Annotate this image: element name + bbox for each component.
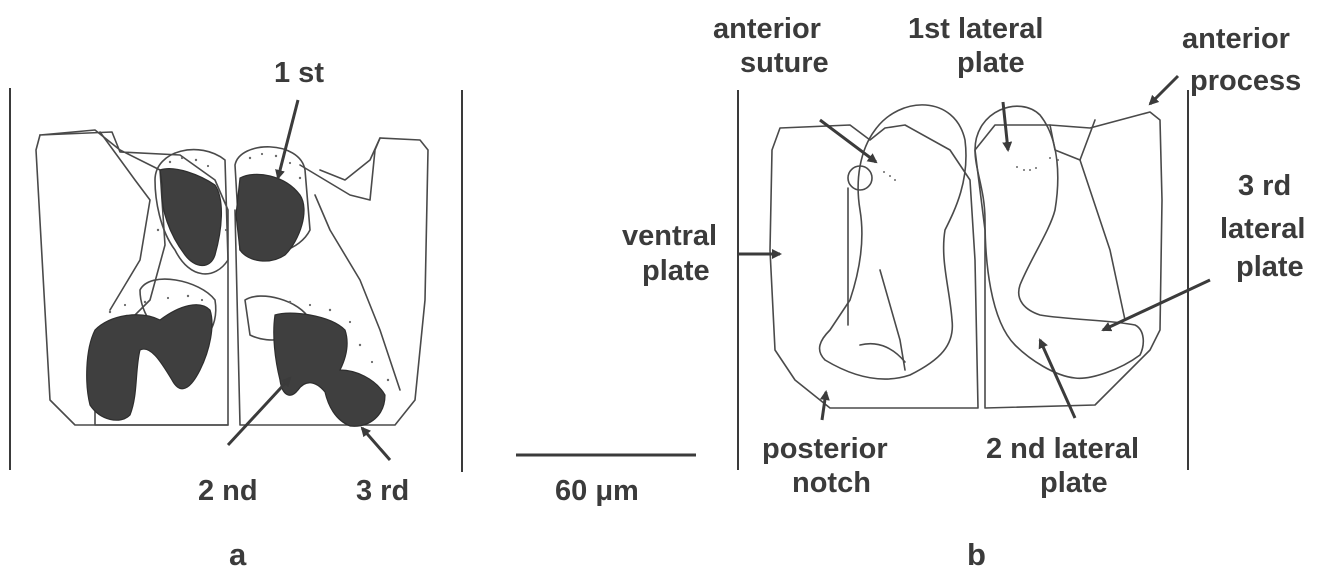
- panel-a-pigment-left-upper: [160, 169, 221, 266]
- panel-b-label-posterior-notch-line2: notch: [792, 467, 871, 499]
- panel-b-label-ventral-plate-line2: plate: [642, 255, 710, 287]
- panel-b-label-second-lateral-line1: 2 nd lateral: [986, 433, 1139, 465]
- panel-b-label-first-lateral-line2: plate: [957, 47, 1025, 79]
- panel-b-arrow-anterior-process: [1150, 76, 1178, 104]
- panel-a-pigment-right-lower: [274, 313, 385, 426]
- scale-bar-label: 60 μm: [555, 475, 639, 507]
- panel-a-letter: a: [229, 537, 247, 572]
- panel-a-label-2nd: 2 nd: [198, 475, 258, 507]
- panel-b-left-ventral-plate: [770, 125, 978, 408]
- panel-a-left-inner-curve: [100, 132, 150, 310]
- panel-b-right-lateral-plate: [975, 106, 1143, 378]
- scale-bar: 60 μm: [516, 455, 696, 507]
- panel-b-right-ventral-plate: [975, 112, 1162, 408]
- panel-b-label-anterior-suture-line2: suture: [740, 47, 829, 79]
- panel-b-letter: b: [967, 537, 986, 572]
- panel-b-arrow-third-lateral: [1103, 280, 1210, 330]
- panel-b-label-posterior-notch-line1: posterior: [762, 433, 888, 465]
- panel-a-pigment-right-upper: [236, 174, 304, 261]
- panel-b-label-anterior-process-line2: process: [1190, 65, 1301, 97]
- panel-a-pigment-left-lower: [87, 305, 212, 420]
- panel-b-label-anterior-suture-line1: anterior: [713, 13, 821, 45]
- panel-b-stipple: [883, 157, 1059, 181]
- panel-a-label-1st: 1 st: [274, 57, 324, 89]
- panel-a: 1 st 2 nd 3 rd a: [10, 57, 462, 572]
- panel-b-arrow-first-lateral: [1003, 102, 1008, 150]
- panel-b-label-first-lateral-line1: 1st lateral: [908, 13, 1043, 45]
- panel-b: anterior suture 1st lateral plate anteri…: [622, 13, 1305, 572]
- panel-a-arrow-2nd: [228, 378, 290, 445]
- panel-b-label-second-lateral-line2: plate: [1040, 467, 1108, 499]
- panel-b-label-third-lateral-line3: plate: [1236, 251, 1304, 283]
- panel-b-label-third-lateral-line1: 3 rd: [1238, 170, 1291, 202]
- panel-a-label-3rd: 3 rd: [356, 475, 409, 507]
- panel-b-left-notch-curve: [860, 344, 905, 362]
- panel-a-arrow-1st: [278, 100, 298, 178]
- panel-a-right-process: [300, 138, 380, 200]
- panel-b-arrow-posterior-notch: [822, 392, 826, 420]
- panel-b-right-inner-line: [1080, 160, 1125, 320]
- panel-a-arrow-3rd: [362, 428, 390, 460]
- panel-b-label-anterior-process-line1: anterior: [1182, 23, 1290, 55]
- panel-b-left-inner-suture: [880, 270, 905, 370]
- panel-b-label-ventral-plate-line1: ventral: [622, 220, 717, 252]
- panel-b-label-third-lateral-line2: lateral: [1220, 213, 1305, 245]
